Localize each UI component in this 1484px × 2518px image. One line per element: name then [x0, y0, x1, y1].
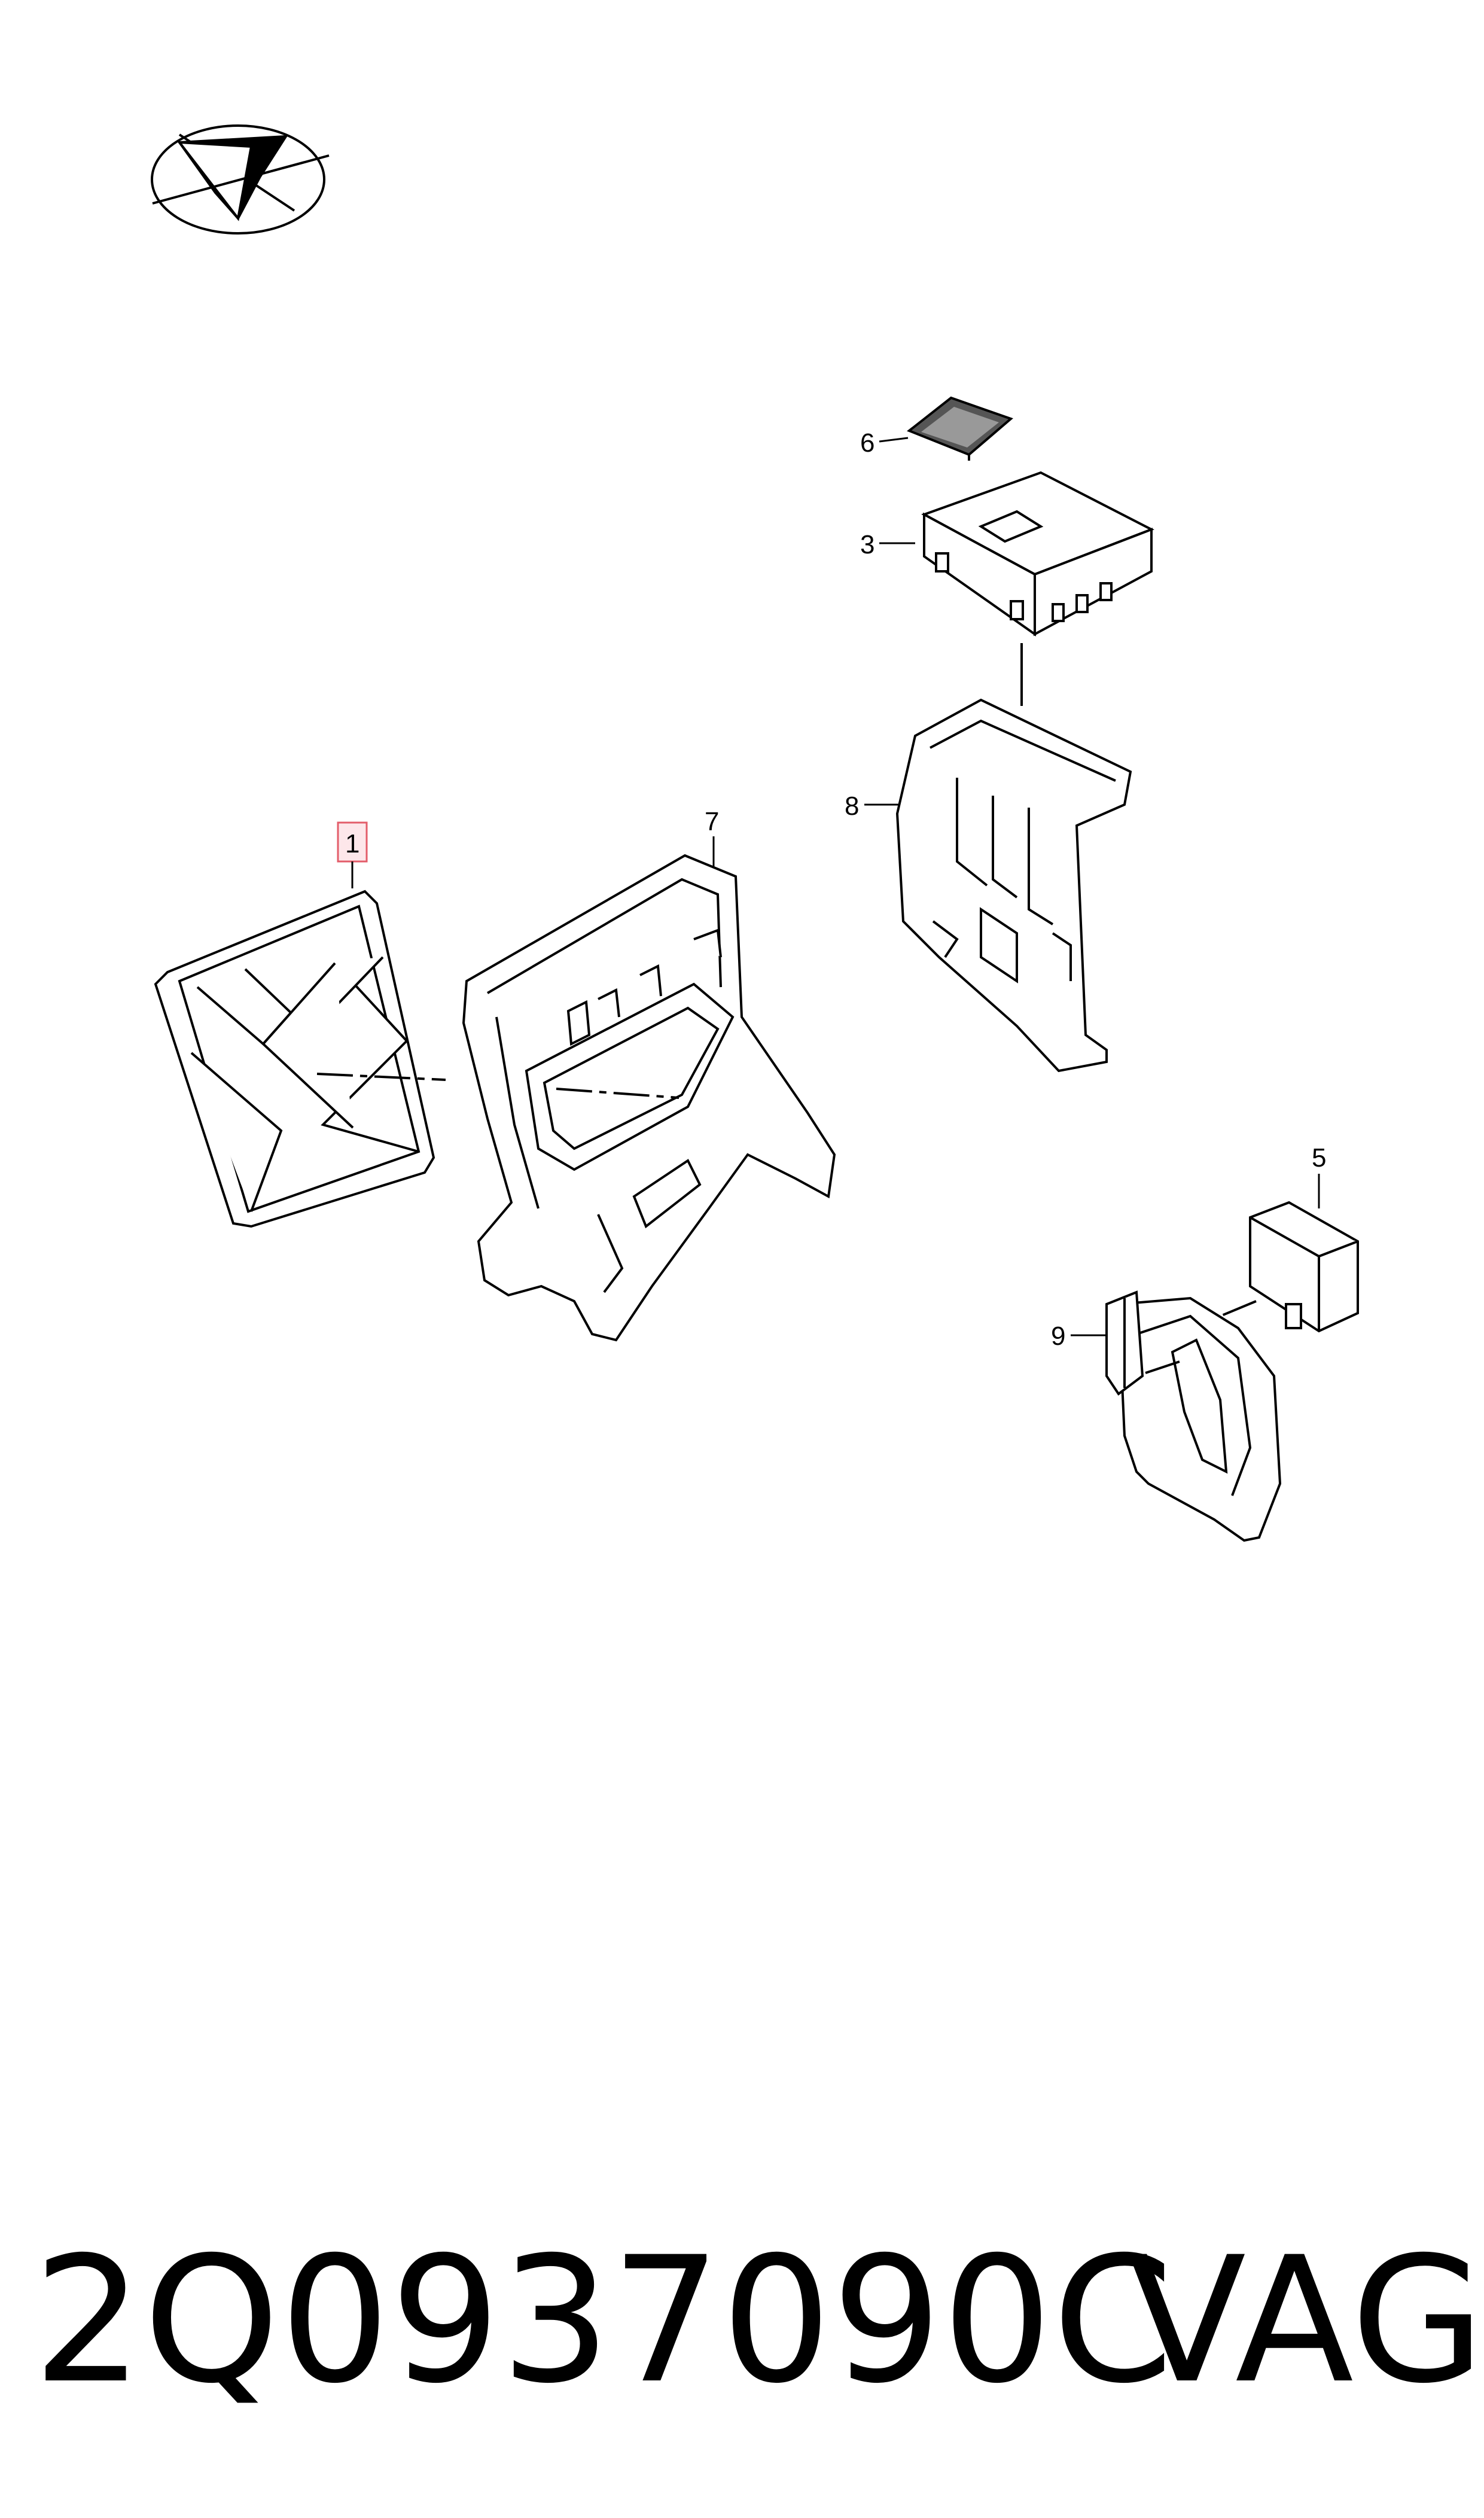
callout-label-7: 7 — [705, 807, 719, 836]
callout-9: 9 — [1051, 1322, 1107, 1351]
callout-label-3: 3 — [860, 530, 874, 559]
part-8-bracket — [895, 698, 1132, 1073]
callout-3: 3 — [860, 530, 915, 559]
part-number: 2Q0937090C — [33, 2220, 1174, 2422]
callout-label-8: 8 — [845, 791, 859, 821]
part-1-cover — [154, 890, 435, 1228]
part-3-module — [921, 471, 1154, 637]
callout-5: 5 — [1312, 1143, 1326, 1208]
callout-7: 7 — [705, 807, 719, 867]
callout-6: 6 — [860, 428, 909, 458]
part-5-module — [1249, 1201, 1359, 1333]
callout-1: 1 — [337, 821, 368, 888]
callout-label-9: 9 — [1051, 1322, 1065, 1351]
part-9-holder — [1105, 1290, 1282, 1542]
emblem-logo — [151, 124, 330, 235]
part-7-frame — [462, 854, 836, 1342]
callout-label-5: 5 — [1312, 1143, 1326, 1173]
part-6-pad — [907, 396, 1013, 461]
callout-8: 8 — [845, 791, 900, 821]
callout-label-6: 6 — [860, 428, 874, 458]
brand-label: VAG — [1128, 2220, 1484, 2422]
callout-label-1: 1 — [345, 829, 359, 858]
